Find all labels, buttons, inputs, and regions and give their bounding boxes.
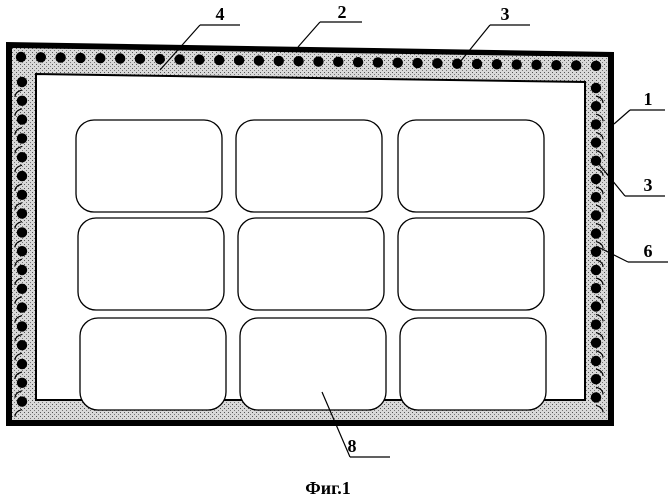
perforation-hole bbox=[591, 61, 601, 71]
callout-label-3-top: 3 bbox=[501, 4, 510, 24]
perforation-hole bbox=[373, 57, 383, 67]
perforation-hole bbox=[472, 59, 482, 69]
cell-r3-c3 bbox=[400, 318, 546, 410]
perforation-hole bbox=[135, 54, 145, 64]
perforation-hole bbox=[254, 55, 264, 65]
perforation-hole bbox=[393, 58, 403, 68]
perforation-hole bbox=[492, 59, 502, 69]
perforation-hole bbox=[155, 54, 165, 64]
cell-r3-c2 bbox=[240, 318, 386, 410]
callout-label-8: 8 bbox=[348, 436, 357, 456]
cell-r1-c3 bbox=[398, 120, 544, 212]
cell-r1-c2 bbox=[236, 120, 382, 212]
callout-label-1: 1 bbox=[644, 89, 653, 109]
callout-1: 1 bbox=[614, 89, 665, 124]
perforation-hole bbox=[75, 53, 85, 63]
cell-r2-c1 bbox=[78, 218, 224, 310]
perforation-hole bbox=[551, 60, 561, 70]
perforation-hole bbox=[293, 56, 303, 66]
cell-r1-c1 bbox=[76, 120, 222, 212]
perforation-hole bbox=[274, 56, 284, 66]
callout-2: 2 bbox=[298, 2, 362, 47]
figure-caption: Фиг.1 bbox=[305, 478, 350, 498]
cell-r2-c2 bbox=[238, 218, 384, 310]
perforation-hole bbox=[531, 60, 541, 70]
callout-label-2: 2 bbox=[338, 2, 347, 22]
callout-label-4: 4 bbox=[216, 4, 225, 24]
perforation-hole bbox=[571, 60, 581, 70]
perforation-hole bbox=[174, 54, 184, 64]
perforation-hole bbox=[16, 52, 26, 62]
perforation-hole bbox=[432, 58, 442, 68]
perforation-hole bbox=[214, 55, 224, 65]
perforation-hole bbox=[115, 53, 125, 63]
perforation-hole bbox=[353, 57, 363, 67]
perforation-hole bbox=[313, 56, 323, 66]
callout-label-6: 6 bbox=[644, 241, 653, 261]
perforation-hole bbox=[194, 55, 204, 65]
cell-r2-c3 bbox=[398, 218, 544, 310]
perforation-hole bbox=[333, 57, 343, 67]
perforation-hole bbox=[234, 55, 244, 65]
perforation-hole bbox=[55, 52, 65, 62]
perforation-hole bbox=[36, 52, 46, 62]
perforation-hole bbox=[511, 59, 521, 69]
cell-r3-c1 bbox=[80, 318, 226, 410]
perforation-hole bbox=[95, 53, 105, 63]
callout-label-3-right: 3 bbox=[644, 175, 653, 195]
cell-grid bbox=[76, 120, 546, 410]
perforation-hole bbox=[412, 58, 422, 68]
